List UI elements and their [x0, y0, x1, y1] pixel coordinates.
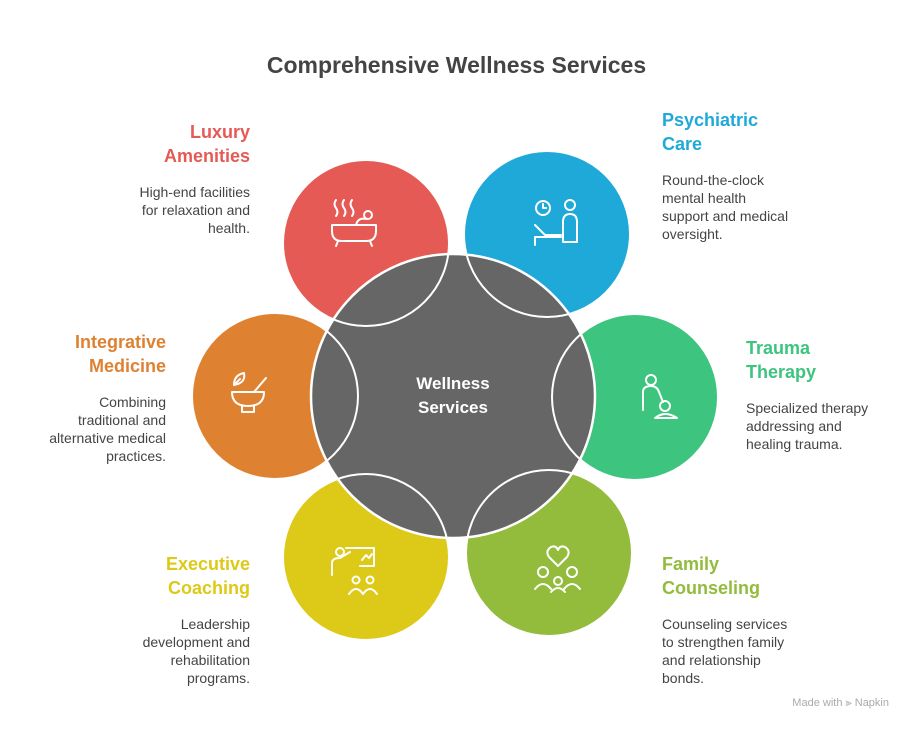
therapist-icon — [642, 374, 678, 419]
service-description: Leadership development and rehabilitatio… — [142, 616, 250, 686]
service-title: Psychiatric Care — [662, 110, 759, 154]
service-title: Trauma Therapy — [746, 338, 817, 382]
mortar-leaf-icon — [231, 372, 267, 413]
circle-outline-luxury — [282, 159, 450, 327]
circle-outline-psychiatric — [463, 150, 631, 318]
service-title: Integrative Medicine — [74, 332, 166, 376]
circle-outline-executive — [282, 473, 450, 641]
circle-outline-integrative — [191, 312, 359, 480]
service-description: Counseling services to strengthen family… — [662, 616, 788, 686]
center-circle-outline — [309, 252, 597, 540]
family-heart-icon — [534, 545, 581, 593]
center-label: Wellness Services — [416, 374, 490, 417]
circle-trauma — [552, 314, 718, 480]
service-description: Round-the-clock mental health support an… — [662, 172, 789, 242]
service-title: Luxury Amenities — [163, 122, 250, 166]
circle-outline-trauma — [551, 313, 719, 481]
service-description: Combining traditional and alternative me… — [49, 394, 166, 464]
circle-outline-family — [465, 469, 633, 637]
service-executive-coaching: Executive Coaching Leadership developmen… — [50, 552, 250, 687]
presentation-icon — [331, 547, 378, 595]
service-integrative-medicine: Integrative Medicine Combining tradition… — [0, 330, 166, 465]
service-description: Specialized therapy addressing and heali… — [746, 400, 869, 452]
page-title: Comprehensive Wellness Services — [266, 52, 647, 78]
service-family-counseling: Family Counseling Counseling services to… — [662, 552, 862, 687]
napkin-watermark: Made with ⫸ Napkin — [792, 697, 889, 709]
service-title: Executive Coaching — [165, 554, 250, 598]
service-psychiatric-care: Psychiatric Care Round-the-clock mental … — [662, 108, 862, 243]
service-description: High-end facilities for relaxation and h… — [139, 184, 251, 236]
service-title: Family Counseling — [662, 554, 760, 598]
clock-patient-icon — [534, 199, 578, 246]
bathtub-icon — [331, 199, 377, 247]
service-luxury-amenities: Luxury Amenities High-end facilities for… — [50, 120, 251, 237]
service-trauma-therapy: Trauma Therapy Specialized therapy addre… — [746, 336, 913, 453]
